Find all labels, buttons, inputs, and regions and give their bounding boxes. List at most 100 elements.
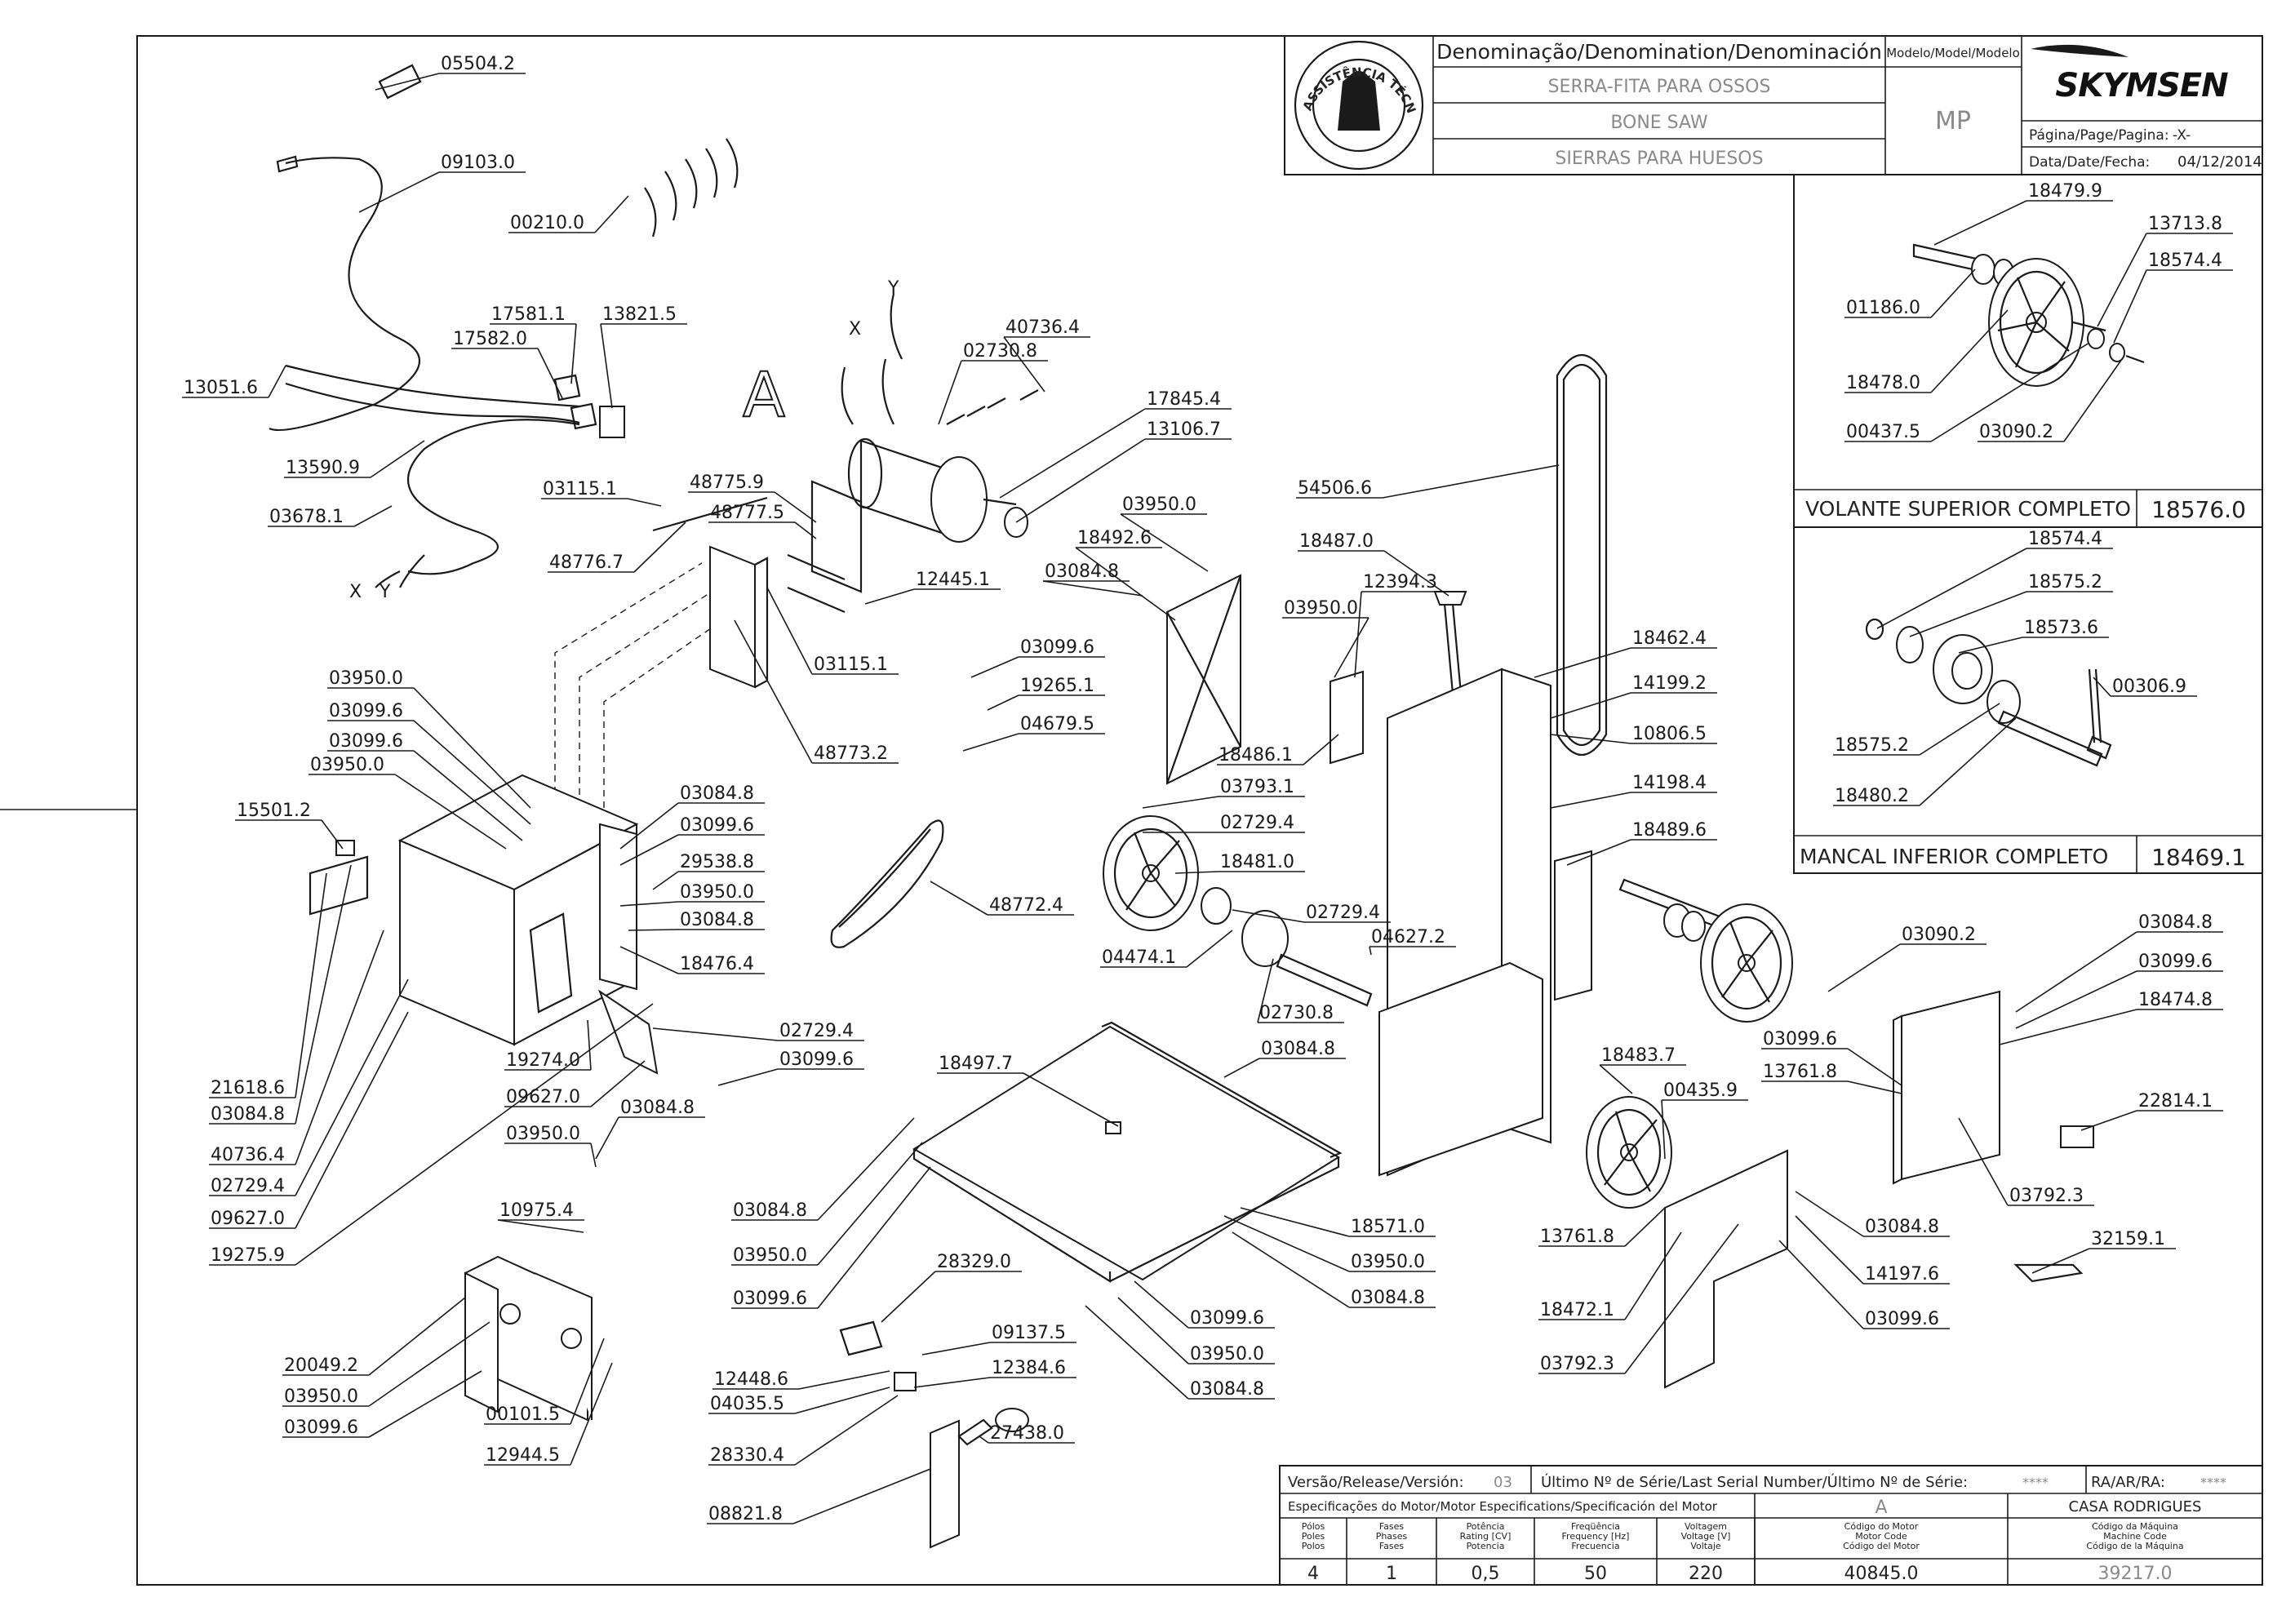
- version-label: Versão/Release/Versión:: [1288, 1474, 1464, 1491]
- spec-header-machine-code: Machine Code: [2103, 1531, 2167, 1542]
- part-number-label: 13761.8: [1540, 1227, 1614, 1247]
- leader-line: [1624, 1231, 1682, 1320]
- part-number-label: 18574.4: [2028, 529, 2102, 549]
- callout-09137-5: 09137.5: [921, 1323, 1076, 1356]
- leader-line: [590, 1060, 646, 1107]
- leader-line: [1117, 1297, 1189, 1364]
- leader-line: [1042, 580, 1143, 597]
- spec-header-poles: Polos: [1302, 1541, 1325, 1551]
- model-header: Modelo/Model/Modelo: [1886, 46, 2020, 60]
- part-number-label: 18487.0: [1299, 531, 1374, 552]
- part-number-label: 02730.8: [1259, 1003, 1334, 1023]
- leader-line: [1919, 717, 2017, 806]
- callout-48772-4: 48772.4: [930, 881, 1074, 916]
- brand-wordmark: SKYMSEN: [2055, 67, 2228, 104]
- callout-18472-1: 18472.1: [1538, 1231, 1682, 1320]
- leader-line: [2015, 970, 2137, 1029]
- leader-line: [1334, 617, 1369, 678]
- callout-13106-7: 13106.7: [1015, 419, 1232, 523]
- part-number-label: 14199.2: [1632, 673, 1707, 694]
- leader-line: [817, 1166, 931, 1309]
- callout-12445-1: 12445.1: [864, 570, 1001, 605]
- spec-header-voltage: Voltage [V]: [1681, 1531, 1731, 1542]
- callout-03950-0: 03950.0: [619, 882, 765, 907]
- part-number-label: 13590.9: [286, 458, 360, 478]
- part-number-label: 02730.8: [963, 341, 1037, 362]
- authorized-technical-assistance-seal: ASSISTÊNCIA TÉCNICA AUTORIZADA: [0, 0, 1424, 171]
- part-number-label: 02729.4: [779, 1021, 854, 1041]
- leader-line: [1534, 647, 1631, 678]
- leader-line: [1909, 591, 2027, 637]
- part-number-label: 02729.4: [1220, 813, 1294, 833]
- part-number-label: 03793.1: [1220, 777, 1294, 797]
- callout-03678-1: 03678.1: [268, 505, 393, 527]
- exploded-view-drawing: X Y A X Y: [269, 64, 2094, 1549]
- callout-03099-6: 03099.6: [282, 1370, 482, 1438]
- name-english: BONE SAW: [1610, 113, 1708, 133]
- part-number-label: 18472.1: [1540, 1300, 1614, 1320]
- callout-04627-2: 04627.2: [1369, 927, 1456, 956]
- part-number-label: 03950.0: [1284, 598, 1358, 619]
- leader-line: [794, 1395, 899, 1466]
- callout-32159-1: 32159.1: [2031, 1229, 2176, 1274]
- part-number-label: 19265.1: [1020, 676, 1094, 696]
- part-number-label: 18462.4: [1632, 628, 1707, 649]
- callout-18489-6: 18489.6: [1566, 820, 1717, 866]
- callout-18574-4: 18574.4: [1876, 529, 2113, 629]
- callout-40736-4: 40736.4: [209, 930, 384, 1165]
- callout-03950-0: 03950.0: [1223, 1215, 1436, 1272]
- callout-01186-0: 01186.0: [1844, 268, 1976, 318]
- leader-line: [2015, 931, 2137, 1013]
- callout-03115-1: 03115.1: [541, 479, 662, 507]
- part-number-label: 40736.4: [1005, 317, 1080, 338]
- leader-line: [717, 1068, 779, 1086]
- leader-line: [1930, 342, 2090, 442]
- part-number-label: 09103.0: [441, 153, 515, 173]
- spec-value-machine-code: 39217.0: [2098, 1564, 2173, 1584]
- callout-02729-4: 02729.4: [1143, 813, 1305, 833]
- part-number-label: 03084.8: [620, 1098, 695, 1118]
- part-number-label: 17582.0: [453, 329, 527, 349]
- spec-header-machine-code: Código da Máquina: [2092, 1521, 2178, 1532]
- part-number-label: 03084.8: [2138, 912, 2213, 933]
- leader-line: [368, 1370, 482, 1438]
- part-number-label: 04474.1: [1102, 947, 1176, 968]
- leader-line: [2080, 1110, 2137, 1131]
- leader-line: [1778, 1240, 1864, 1329]
- callout-18486-1: 18486.1: [1217, 734, 1339, 765]
- name-portuguese: SERRA-FITA PARA OSSOS: [1548, 77, 1771, 97]
- part-number-label: 48773.2: [814, 743, 888, 764]
- leader-line: [570, 1338, 605, 1425]
- leader-line: [353, 505, 393, 527]
- leader-line: [970, 656, 1019, 678]
- part-number-label: 32159.1: [2091, 1229, 2165, 1249]
- part-number-label: 03115.1: [543, 479, 617, 499]
- part-number-label: 12448.6: [714, 1369, 788, 1390]
- callout-05504-2: 05504.2: [375, 54, 526, 91]
- saw-table: [912, 1021, 1343, 1283]
- part-number-label: 03792.3: [2009, 1186, 2084, 1206]
- callout-10806-5: 10806.5: [1550, 724, 1717, 744]
- part-number-label: 48775.9: [690, 473, 764, 493]
- part-number-label: 00210.0: [510, 213, 584, 233]
- part-number-label: 05504.2: [441, 54, 515, 74]
- part-number-label: 28329.0: [937, 1252, 1011, 1272]
- callout-03090-2: 03090.2: [1827, 925, 1986, 992]
- callout-12448-6: 12448.6: [712, 1369, 890, 1390]
- name-spanish: SIERRAS PARA HUESOS: [1555, 149, 1763, 169]
- callout-54506-6: 54506.6: [1296, 464, 1560, 499]
- leader-line: [1550, 692, 1631, 719]
- part-number-label: 03950.0: [506, 1124, 580, 1144]
- part-number-label: 03792.3: [1540, 1354, 1614, 1374]
- callout-18476-4: 18476.4: [619, 946, 765, 974]
- callout-18571-0: 18571.0: [1240, 1207, 1436, 1237]
- spec-value-motor-code: 40845.0: [1844, 1564, 1919, 1584]
- callout-03099-6: 03099.6: [327, 701, 531, 825]
- callout-14198-4: 14198.4: [1550, 773, 1717, 809]
- part-number-label: 03950.0: [1122, 495, 1196, 515]
- callout-19274-0: 19274.0: [504, 1019, 592, 1071]
- leader-line: [413, 720, 531, 825]
- callout-03099-6: 03099.6: [1134, 1280, 1275, 1329]
- part-number-label: 01186.0: [1846, 298, 1920, 318]
- spec-header-phases: Fases: [1379, 1541, 1405, 1551]
